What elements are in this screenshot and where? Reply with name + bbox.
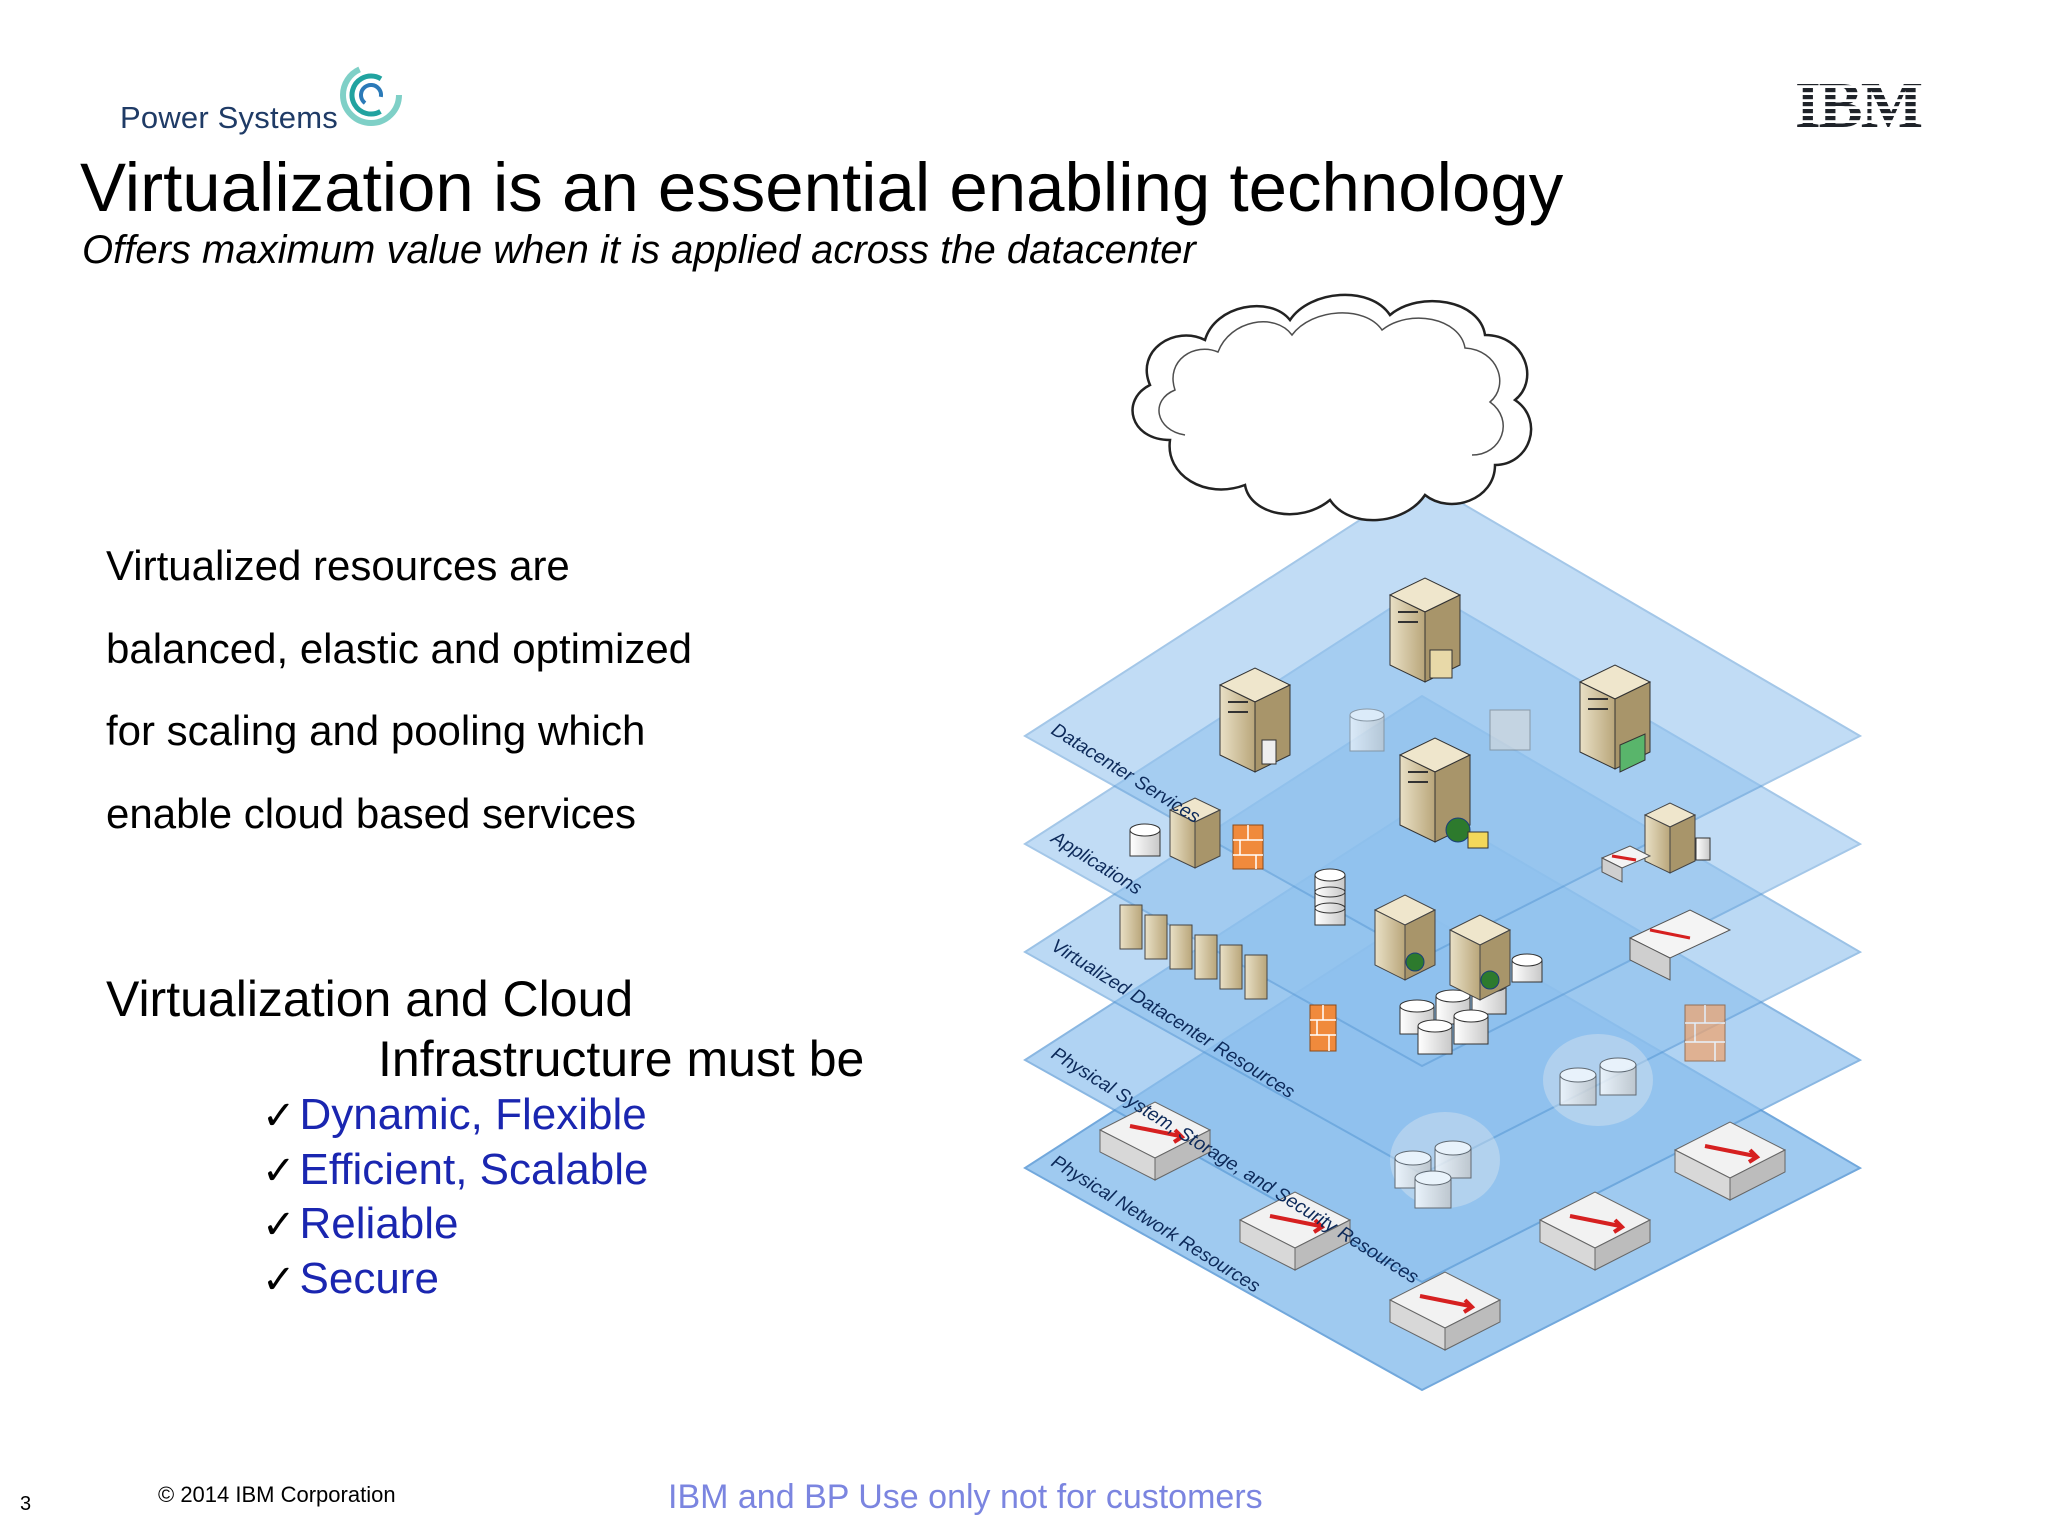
ibm-logo: IBM [1788,74,1928,130]
check-item-efficient: ✓Efficient, Scalable [262,1145,649,1194]
brand-name: Power Systems [120,100,338,135]
firewall-icon [1309,1004,1337,1052]
server-rack-icon [1119,904,1268,1000]
body-line-3: for scaling and pooling which [106,707,646,754]
network-switch-icon [1538,1191,1652,1271]
firewall-icon [1684,1004,1726,1062]
checkmark-icon: ✓ [262,1258,296,1302]
server-icon [1388,577,1462,683]
power-systems-logo-icon [340,64,402,126]
server-icon [1398,737,1489,849]
body-line-2: balanced, elastic and optimized [106,625,693,672]
server-icon [1129,797,1222,869]
cloud-icon [1131,293,1533,522]
network-switch-icon [1238,1191,1352,1271]
usage-note: IBM and BP Use only not for customers [668,1478,1263,1516]
check-item-secure: ✓Secure [262,1254,439,1303]
server-icon [1448,914,1512,1001]
network-switch-icon [1628,909,1732,981]
check-item-dynamic: ✓Dynamic, Flexible [262,1090,647,1139]
infrastructure-heading-line-1: Virtualization and Cloud [106,971,634,1027]
copyright: © 2014 IBM Corporation [158,1482,396,1507]
network-switch-icon [1600,845,1652,883]
database-icon [1390,1112,1500,1209]
firewall-icon [1232,824,1264,870]
page-number: 3 [20,1493,32,1515]
network-switch-icon [1388,1271,1502,1351]
database-icon [1543,1034,1653,1126]
body-line-1: Virtualized resources are [106,542,570,589]
checkmark-icon: ✓ [262,1149,296,1193]
network-switch-icon [1098,1101,1212,1181]
page-subtitle: Offers maximum value when it is applied … [82,228,1196,272]
database-icon [1511,953,1543,983]
network-switch-icon [1673,1121,1787,1201]
checkmark-icon: ✓ [262,1094,296,1138]
database-icon [1314,868,1346,926]
page-title: Virtualization is an essential enabling … [80,149,1564,226]
server-icon [1643,802,1711,874]
checkmark-icon: ✓ [262,1203,296,1247]
server-icon [1373,894,1437,981]
infrastructure-heading-line-2: Infrastructure must be [378,1031,865,1087]
check-item-reliable: ✓Reliable [262,1199,459,1248]
server-icon [1218,667,1292,773]
datacenter-layers-diagram: Datacenter Services Applications Virtual… [1023,293,1863,1392]
server-icon [1578,664,1652,773]
database-cluster-icon [1399,979,1507,1055]
database-icon [1349,708,1531,752]
body-line-4: enable cloud based services [106,790,637,837]
